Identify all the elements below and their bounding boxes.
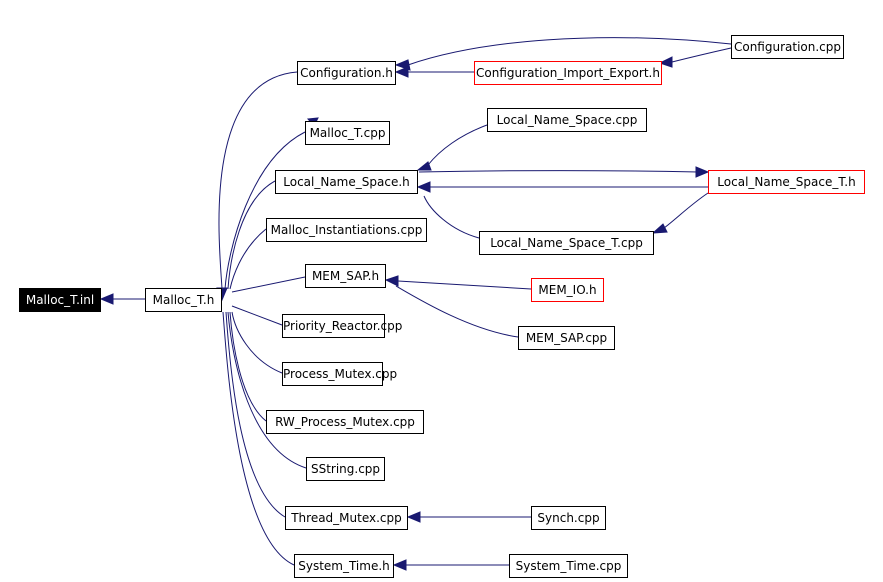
node-priority-reactor-cpp[interactable]: Priority_Reactor.cpp: [282, 314, 402, 338]
node-sstring-cpp[interactable]: SString.cpp: [306, 457, 385, 481]
edge-malloc-t-cpp-to-malloc-t-h: [224, 131, 306, 290]
node-malloc-t-cpp[interactable]: Malloc_T.cpp: [305, 121, 390, 145]
node-local-name-space-t-cpp[interactable]: Local_Name_Space_T.cpp: [479, 231, 654, 255]
node-configuration-cpp[interactable]: Configuration.cpp: [731, 35, 844, 59]
edge-priority-reactor-cpp-to-malloc-t-h: [231, 305, 283, 326]
arrowhead: [392, 559, 407, 571]
edge-configuration-h-to-malloc-t-h: [218, 71, 298, 290]
edge-mem-sap-cpp-to-mem-sap-h: [395, 285, 519, 338]
node-process-mutex-cpp[interactable]: Process_Mutex.cpp: [282, 362, 397, 386]
arrowhead: [658, 56, 673, 68]
arrowhead: [384, 275, 399, 287]
node-rw-process-mutex-cpp[interactable]: RW_Process_Mutex.cpp: [266, 410, 424, 434]
node-thread-mutex-cpp[interactable]: Thread_Mutex.cpp: [285, 506, 408, 530]
edge-rw-process-mutex-cpp-to-malloc-t-h: [229, 311, 267, 422]
node-malloc-t-h[interactable]: Malloc_T.h: [145, 288, 222, 312]
arrowhead: [416, 161, 432, 171]
node-local-name-space-h[interactable]: Local_Name_Space.h: [275, 170, 418, 194]
node-malloc-instantiations-cpp[interactable]: Malloc_Instantiations.cpp: [266, 218, 427, 242]
arrowhead: [394, 66, 409, 78]
arrowhead: [99, 293, 114, 305]
node-synch-cpp[interactable]: Synch.cpp: [531, 506, 606, 530]
edge-local-name-space-t-cpp-to-local-name-space-h: [423, 195, 480, 239]
edge-local-name-space-t-h-to-local-name-space-t-cpp: [663, 192, 709, 229]
node-configuration-h[interactable]: Configuration.h: [297, 61, 396, 85]
node-system-time-cpp[interactable]: System_Time.cpp: [509, 554, 628, 578]
node-system-time-h[interactable]: System_Time.h: [294, 554, 394, 578]
edge-mem-sap-h-to-malloc-t-h: [231, 276, 306, 293]
arrowhead: [416, 181, 431, 193]
edge-sstring-cpp-to-malloc-t-h: [227, 311, 307, 469]
edge-configuration-cpp-to-configuration-import-export-h: [671, 47, 732, 63]
edge-local-name-space-h-to-local-name-space-t-h: [418, 170, 699, 173]
edge-thread-mutex-cpp-to-malloc-t-h: [225, 311, 286, 518]
node-mem-sap-h[interactable]: MEM_SAP.h: [305, 264, 386, 288]
node-local-name-space-cpp[interactable]: Local_Name_Space.cpp: [487, 108, 647, 132]
arrowhead: [406, 511, 421, 523]
node-mem-io-h[interactable]: MEM_IO.h: [531, 278, 604, 302]
edge-local-name-space-h-to-malloc-t-h: [227, 180, 276, 290]
node-local-name-space-t-h[interactable]: Local_Name_Space_T.h: [708, 170, 865, 194]
node-mem-sap-cpp[interactable]: MEM_SAP.cpp: [518, 326, 615, 350]
edge-system-time-h-to-malloc-t-h: [222, 311, 295, 566]
edge-process-mutex-cpp-to-malloc-t-h: [231, 311, 283, 374]
node-malloc-t-inl: Malloc_T.inl: [19, 288, 101, 312]
edge-mem-io-h-to-mem-sap-h: [397, 280, 532, 290]
edge-configuration-cpp-to-configuration-h: [407, 37, 732, 66]
arrowhead: [651, 223, 668, 234]
arrowhead: [695, 166, 710, 178]
node-configuration-import-export-h[interactable]: Configuration_Import_Export.h: [474, 61, 662, 85]
edge-local-name-space-cpp-to-local-name-space-h: [427, 124, 488, 166]
edge-malloc-instantiations-cpp-to-malloc-t-h: [229, 228, 267, 290]
